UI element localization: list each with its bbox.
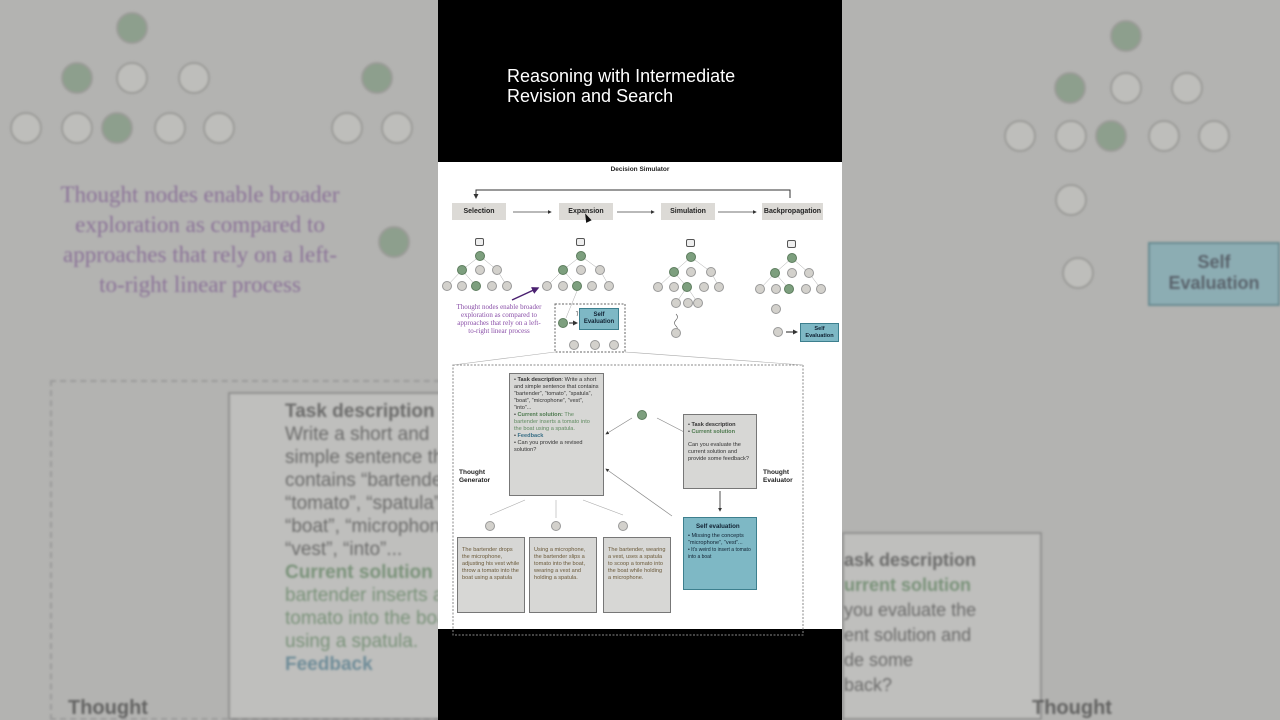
candidate-thought: The bartender drops the microphone, adju… [457,537,525,613]
thought-node [576,251,586,261]
thought-node [502,281,512,291]
bg-eval-box: ask description urrent solution you eval… [842,532,1042,720]
thought-node [576,265,586,275]
robot-icon [576,238,585,246]
thought-node [770,268,780,278]
thought-node [558,265,568,275]
thought-node [682,282,692,292]
thought-node [686,252,696,262]
thought-node [787,253,797,263]
thought-node [693,298,703,308]
thought-node [669,282,679,292]
thought-node [637,410,647,420]
bg-task-box: Task description Write a short and simpl… [228,392,438,720]
thought-node [714,282,724,292]
generator-prompt-box: Task description: Write a short and simp… [509,373,604,496]
self-evaluation-feedback-box: Self evaluation Missing the concepts “mi… [683,517,757,590]
thought-node [773,327,783,337]
thought-node [604,281,614,291]
thought-node [590,340,600,350]
thought-node [492,265,502,275]
bg-self-eval: Self Evaluation [1148,242,1280,306]
thought-node [669,267,679,277]
background-right: Self Evaluation ask description urrent s… [842,0,1280,720]
candidate-thought: The bartender, wearing a vest, uses a sp… [603,537,671,613]
thought-node [475,265,485,275]
thought-node [816,284,826,294]
thought-node [671,298,681,308]
thought-node [686,267,696,277]
thought-node [572,281,582,291]
thought-node [801,284,811,294]
thought-node [683,298,693,308]
thought-node [558,281,568,291]
thought-node [771,284,781,294]
thought-node [587,281,597,291]
stage-simulation: Simulation [661,203,715,220]
candidate-thought: Using a microphone, the bartender slips … [529,537,597,613]
stage-selection: Selection [452,203,506,220]
thought-node [706,267,716,277]
thought-node [699,282,709,292]
decision-simulator-label: Decision Simulator [610,166,670,173]
thought-node [771,304,781,314]
thought-evaluator-label: Thought Evaluator [763,469,793,484]
evaluator-prompt-box: Task description Current solution Can yo… [683,414,757,489]
thought-node [551,521,561,531]
thought-node [618,521,628,531]
bg-thought-label: Thought [1032,697,1112,719]
stage-backpropagation: Backpropagation [762,203,823,220]
background-left: Thought nodes enable broader exploration… [0,0,438,720]
thought-node [487,281,497,291]
thought-node [457,265,467,275]
thought-node [569,340,579,350]
robot-icon [787,240,796,248]
thought-node [671,328,681,338]
thought-node [471,281,481,291]
thought-node [784,284,794,294]
robot-icon [686,239,695,247]
thought-node [457,281,467,291]
self-evaluation-box: Self Evaluation [800,323,839,342]
thought-node [542,281,552,291]
robot-icon [475,238,484,246]
thought-node [475,251,485,261]
thought-node [442,281,452,291]
annotation-text: Thought nodes enable broader exploration… [456,303,542,335]
thought-node [787,268,797,278]
stage-expansion: Expansion [559,203,613,220]
self-evaluation-box: Self Evaluation [579,308,619,330]
bg-annotation: Thought nodes enable broader exploration… [60,182,340,297]
thought-node [804,268,814,278]
thought-node [485,521,495,531]
thought-node [653,282,663,292]
thought-generator-label: Thought Generator [459,469,491,484]
thought-node [595,265,605,275]
thought-node [609,340,619,350]
bg-thought-label: Thought [68,697,148,719]
thought-node [558,318,568,328]
thought-node [755,284,765,294]
